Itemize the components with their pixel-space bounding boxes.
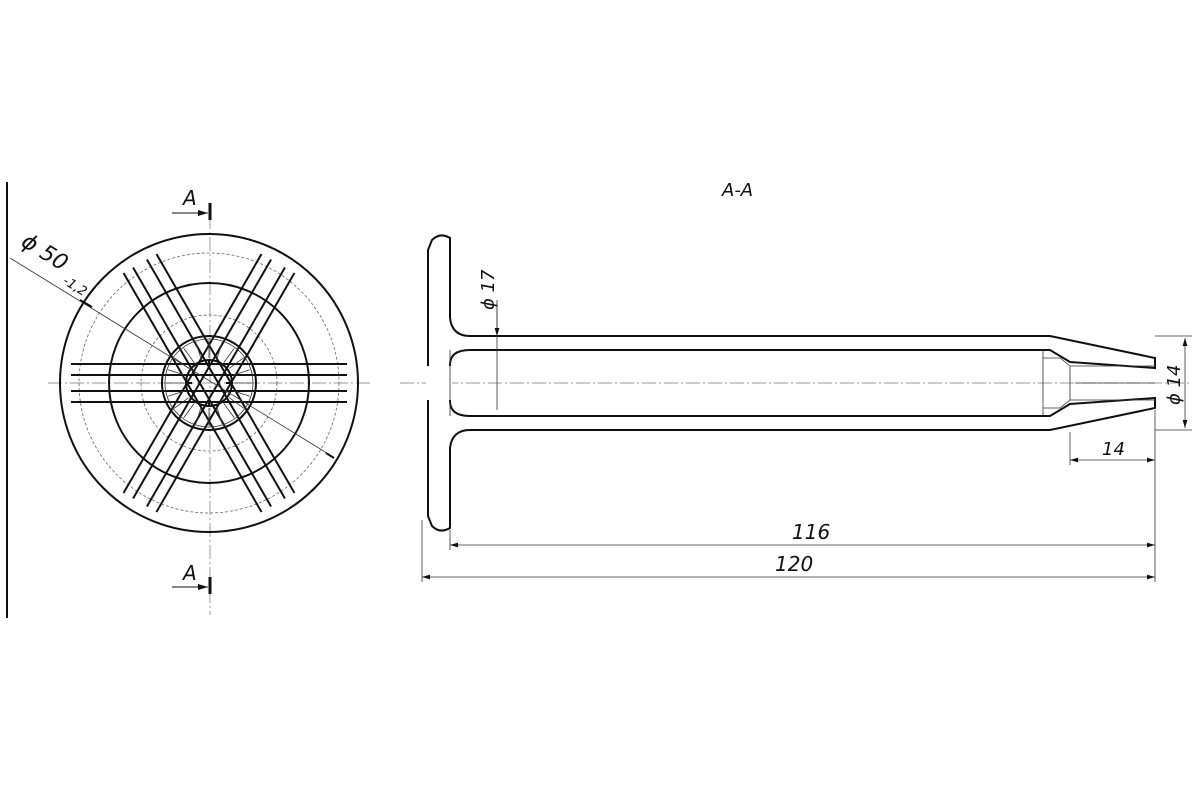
shaft-length-label: 116	[792, 520, 830, 544]
hub-rib	[228, 357, 245, 369]
diameter-tolerance-label: -1,2	[60, 274, 89, 300]
section-lower-wall	[427, 382, 1156, 532]
diameter-outer-label: ϕ 50	[17, 229, 72, 276]
hub-rib	[223, 402, 235, 419]
spokes	[71, 253, 347, 513]
hub-rib	[195, 341, 202, 360]
hub-rib	[183, 347, 195, 364]
dim-arrow-1	[79, 299, 93, 308]
hub-rib	[223, 347, 235, 364]
dim-arrow-2	[325, 452, 335, 459]
section-upper-wall	[427, 234, 1156, 384]
hub-rib	[167, 390, 186, 397]
hole-keys	[186, 360, 232, 406]
cut-marker-bottom: A	[172, 561, 212, 594]
svg-text:A: A	[181, 186, 197, 210]
hub-rib	[228, 397, 245, 409]
hub-rib	[183, 402, 195, 419]
hub-ribs	[166, 340, 252, 426]
tip-length-label: 14	[1102, 439, 1125, 460]
total-length-label: 120	[775, 552, 813, 576]
diameter-leader	[9, 257, 331, 456]
hub-rib	[167, 369, 186, 376]
tip-internal-lines	[449, 350, 1155, 416]
spoke	[122, 253, 296, 513]
neck-diameter-label: ϕ 17	[478, 269, 499, 310]
hub-dashed-circle	[140, 314, 278, 452]
hub-rib	[216, 341, 223, 360]
hub-rib	[195, 406, 202, 425]
svg-text:A: A	[181, 561, 197, 585]
hub	[161, 335, 257, 431]
outer-rim	[59, 233, 359, 533]
hub-rib	[216, 406, 223, 425]
front-view: ϕ 50 -1,2 A A	[9, 186, 372, 615]
hub-rib	[173, 397, 190, 409]
hub-rib	[232, 369, 251, 376]
section-view: A-A ϕ 17 ϕ 14 14 116 120	[400, 180, 1192, 582]
cut-marker-top: A	[172, 186, 212, 220]
hub-inner-edge	[164, 338, 254, 428]
rim-dashed-circle	[78, 252, 340, 514]
section-label: A-A	[721, 180, 753, 201]
tip-diameter-label: ϕ 14	[1164, 365, 1185, 406]
hub-rib	[232, 390, 251, 397]
inner-ring	[108, 282, 310, 484]
spoke	[122, 253, 296, 513]
flange-bore	[426, 366, 452, 400]
